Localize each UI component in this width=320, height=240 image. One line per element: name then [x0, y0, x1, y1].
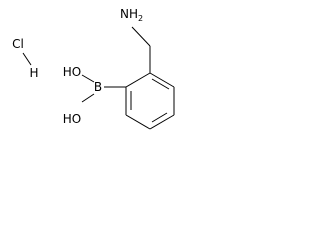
- amine-subscript: 2: [138, 14, 143, 23]
- hydrogen-atom-label: H: [29, 66, 38, 80]
- boron-to-top-oh-bond: [81, 74, 95, 83]
- ring-bond-top-left: [125, 72, 151, 88]
- hydrochloride-group: Cl H: [12, 37, 38, 80]
- bottom-hydroxyl-label: HO: [63, 112, 81, 126]
- amine-nh-text: NH: [120, 7, 138, 21]
- chlorine-atom-label: Cl: [12, 37, 24, 51]
- h-cl-bond: [22, 52, 32, 66]
- ring-double-bond-bottom: [151, 112, 168, 123]
- amine-label: NH2: [120, 7, 143, 23]
- boron-atom-label: B: [94, 80, 102, 94]
- boronic-acid-group: B HO HO: [63, 65, 126, 126]
- ring-bond-bottom-right: [149, 114, 175, 130]
- ring-bond-bottom-left: [125, 114, 151, 130]
- molecule-structure: Cl H NH2 B HO HO: [12, 7, 175, 130]
- boron-to-bottom-oh-bond: [81, 93, 95, 103]
- aminomethyl-group: NH2: [120, 7, 151, 73]
- top-hydroxyl-label: HO: [63, 65, 81, 79]
- ring-bond-top-right: [149, 72, 175, 88]
- ring-double-bond-upper-right: [151, 78, 170, 90]
- ch2-to-n-bond: [131, 26, 151, 47]
- benzene-ring: [125, 72, 175, 130]
